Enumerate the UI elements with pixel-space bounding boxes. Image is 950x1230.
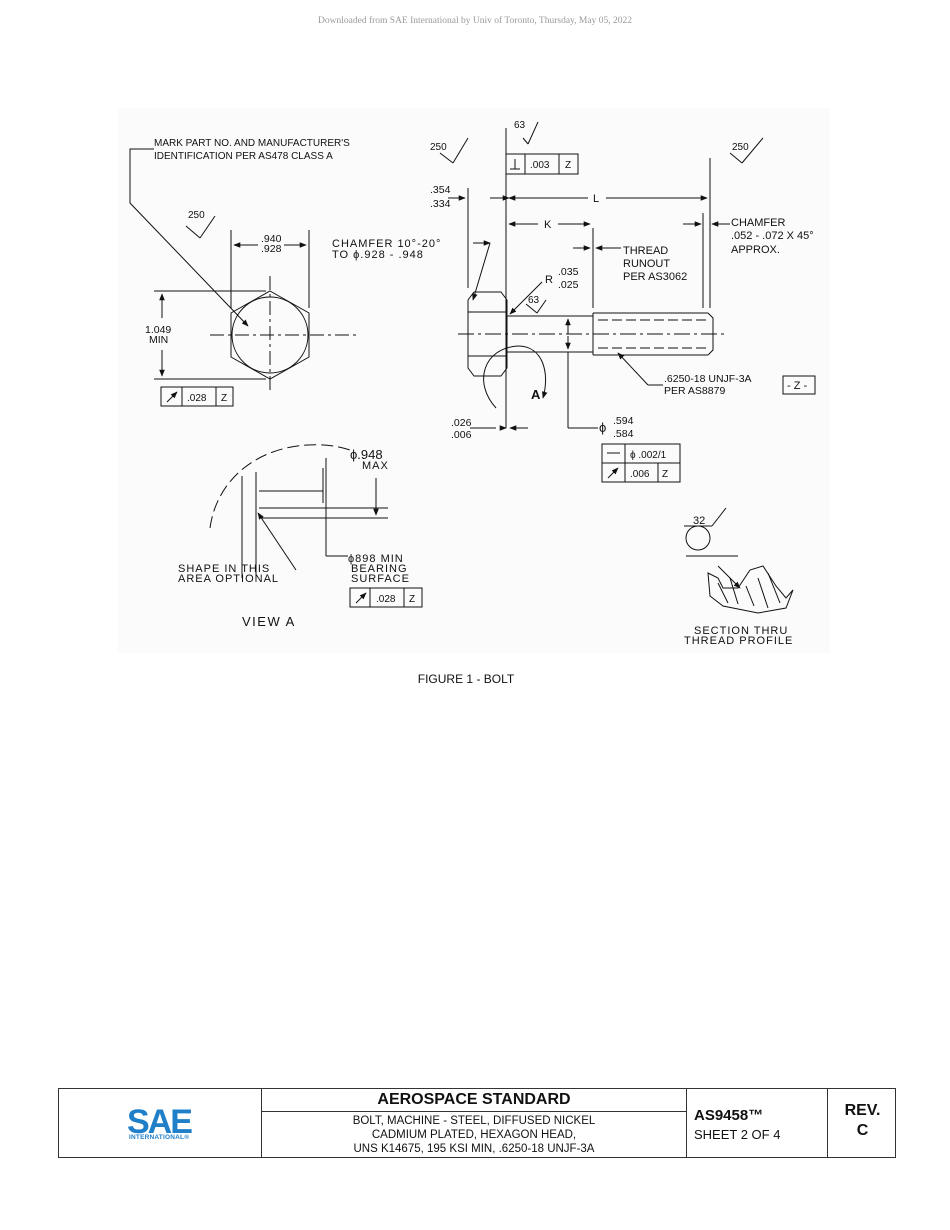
hex-runout-datum: Z [221, 393, 227, 404]
download-watermark: Downloaded from SAE International by Uni… [318, 16, 632, 26]
finish-32: 32 [693, 515, 705, 527]
title-block: SAE INTERNATIONAL® AEROSPACE STANDARD BO… [58, 1088, 896, 1158]
chamfer-end-2: .052 - .072 X 45° [731, 230, 814, 242]
chamfer-end-1: CHAMFER [731, 217, 785, 229]
fillet-min: .025 [558, 279, 579, 291]
length-l-label: L [593, 193, 599, 205]
mark-note-1: MARK PART NO. AND MANUFACTURER'S [154, 138, 350, 149]
shape-note-2: AREA OPTIONAL [178, 573, 279, 585]
finish-250-end: 250 [732, 142, 749, 153]
rev-cell: REV. C [828, 1089, 897, 1157]
length-k-label: K [544, 219, 552, 231]
desc-line-1: BOLT, MACHINE - STEEL, DIFFUSED NICKEL [352, 1115, 596, 1127]
head-height-max: .354 [430, 184, 451, 196]
datum-z-label: - Z - [787, 380, 807, 392]
straightness-value: ϕ .002/1 [630, 450, 667, 461]
title-cell: AEROSPACE STANDARD BOLT, MACHINE - STEEL… [262, 1089, 687, 1157]
thread-spec-2: PER AS8879 [664, 385, 725, 397]
view-a-arrow-label: A [531, 387, 541, 402]
desc-line-2: CADMIUM PLATED, HEXAGON HEAD, [371, 1129, 577, 1141]
across-corners-min: MIN [149, 334, 168, 346]
chamfer-head-line2: TO ϕ.928 - .948 [332, 249, 424, 261]
sae-logo: SAE INTERNATIONAL® [127, 1103, 197, 1141]
shank-runout-value: .006 [630, 469, 650, 480]
chamfer-head-line1: CHAMFER 10°-20° [332, 238, 441, 250]
bearing-3: SURFACE [351, 573, 410, 585]
view-a-dia: ϕ.948 [350, 447, 383, 462]
view-a-detail [209, 444, 388, 578]
figure-caption: FIGURE 1 - BOLT [417, 672, 515, 686]
bearing-2: BEARING [351, 563, 408, 575]
fillet-r-label: R [545, 274, 553, 286]
section-note-1: SECTION THRU [694, 625, 788, 637]
underhead-max: .026 [451, 417, 472, 429]
bearing-runout-value: .028 [376, 594, 396, 605]
view-a-title: VIEW A [242, 614, 296, 629]
rev-value: C [856, 1122, 869, 1139]
thread-runout-1: THREAD [623, 245, 668, 257]
thread-section [684, 507, 794, 614]
underhead-min: .006 [451, 429, 472, 441]
hex-end-view [129, 148, 358, 391]
shank-dia-min: .584 [613, 428, 634, 440]
finish-250-head: 250 [430, 142, 447, 153]
standard-heading: AEROSPACE STANDARD [262, 1089, 686, 1112]
mark-note-2: IDENTIFICATION PER AS478 CLASS A [154, 151, 333, 162]
shape-note-1: SHAPE IN THIS [178, 563, 270, 575]
head-height-min: .334 [430, 198, 451, 210]
standard-description: BOLT, MACHINE - STEEL, DIFFUSED NICKEL C… [262, 1112, 686, 1156]
chamfer-end-3: APPROX. [731, 244, 780, 256]
perp-tol-datum: Z [565, 160, 571, 171]
thread-runout-2: RUNOUT [623, 258, 670, 270]
hex-runout-value: .028 [187, 393, 207, 404]
bolt-side-view [439, 121, 764, 431]
logo-cell: SAE INTERNATIONAL® [59, 1089, 262, 1157]
hex-runout-frame [160, 386, 234, 407]
across-corners-value: 1.049 [145, 324, 171, 336]
bearing-runout-datum: Z [409, 594, 415, 605]
finish-250-hex: 250 [188, 210, 205, 221]
desc-line-3: UNS K14675, 195 KSI MIN, .6250-18 UNJF-3… [353, 1143, 595, 1155]
shank-runout-datum: Z [662, 469, 668, 480]
view-a-max: MAX [362, 460, 389, 472]
sheet-number: SHEET 2 OF 4 [694, 1127, 781, 1142]
finish-63-shank: 63 [528, 295, 540, 306]
bearing-1: ϕ898 MIN [348, 553, 404, 565]
datum-z-box [782, 375, 816, 395]
perp-tol-value: .003 [530, 160, 550, 171]
shank-dia-max: .594 [613, 415, 634, 427]
across-flats-min: .928 [261, 243, 282, 255]
section-note-2: THREAD PROFILE [684, 635, 793, 647]
bearing-runout-frame [349, 587, 423, 608]
bolt-drawing: MARK PART NO. AND MANUFACTURER'S IDENTIF… [118, 108, 830, 653]
shank-tolerance-frames [601, 443, 681, 483]
fillet-max: .035 [558, 266, 579, 278]
logo-subtext: INTERNATIONAL® [129, 1134, 190, 1141]
finish-63-top: 63 [514, 120, 526, 131]
perpendicularity-frame [505, 153, 579, 175]
doc-number: AS9458™ [694, 1107, 764, 1124]
rev-label: REV. [844, 1102, 881, 1119]
shank-dia-symbol: ϕ [599, 420, 606, 435]
across-flats-max: .940 [261, 233, 282, 245]
thread-spec-1: .6250-18 UNJF-3A [664, 373, 752, 385]
doc-cell: AS9458™ SHEET 2 OF 4 [687, 1089, 828, 1157]
logo-text: SAE [127, 1103, 192, 1135]
thread-runout-3: PER AS3062 [623, 271, 687, 283]
